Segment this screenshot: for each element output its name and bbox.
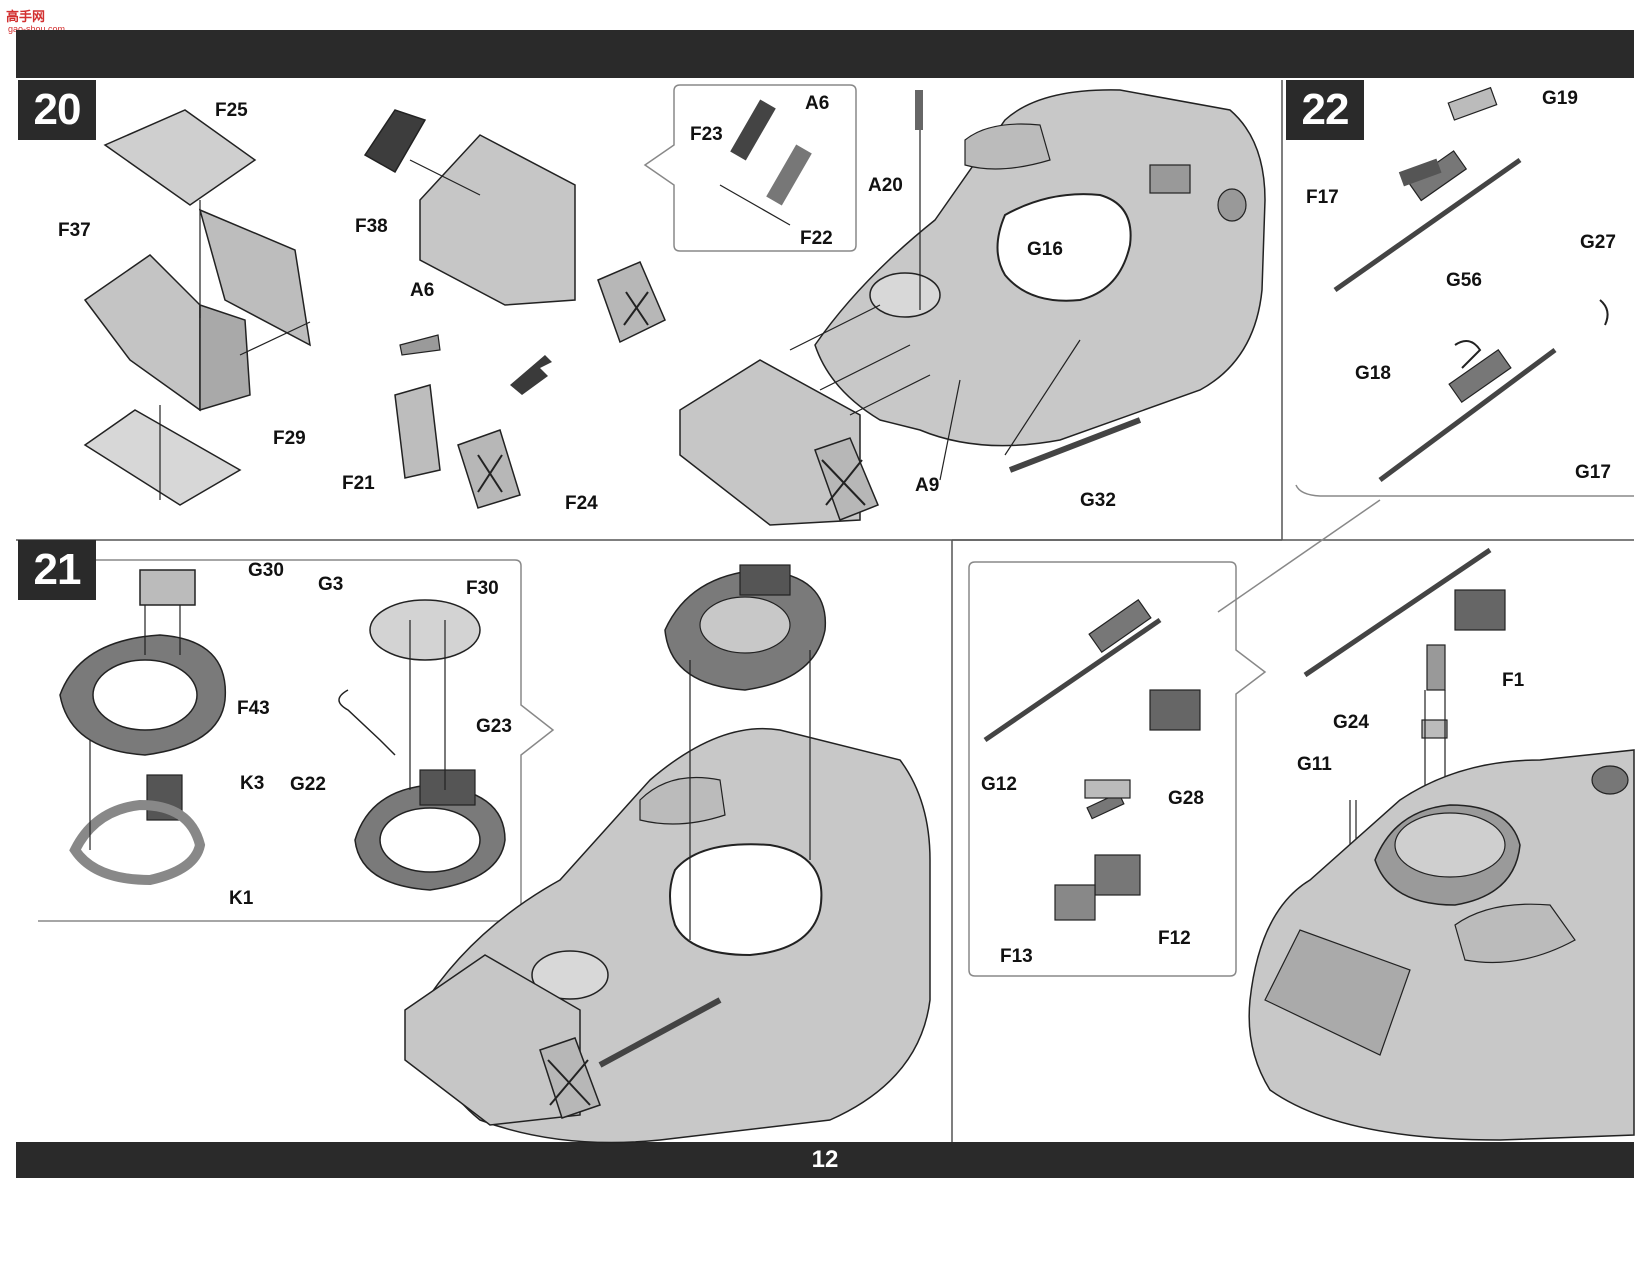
part-label: G24: [1333, 712, 1369, 733]
part-label: F22: [800, 228, 833, 249]
part-label: F37: [58, 220, 91, 241]
part-label: F43: [237, 698, 270, 719]
part-label: G23: [476, 716, 512, 737]
part-label: G28: [1168, 788, 1204, 809]
part-label: G56: [1446, 270, 1482, 291]
header-bar: [16, 30, 1634, 78]
part-label: A6: [805, 93, 830, 114]
part-label: A20: [868, 175, 903, 196]
part-label: F29: [273, 428, 306, 449]
part-label: G12: [981, 774, 1017, 795]
part-label: K3: [240, 773, 265, 794]
part-label: K1: [229, 888, 254, 909]
watermark-url: gao-shou.com: [8, 24, 66, 34]
part-label: A6: [410, 280, 435, 301]
part-label: F1: [1502, 670, 1525, 691]
part-label: F25: [215, 100, 248, 121]
part-label: G18: [1355, 363, 1391, 384]
part-label: F21: [342, 473, 375, 494]
part-label: G27: [1580, 232, 1616, 253]
step-20-number: 20: [18, 80, 96, 140]
step-22-number: 22: [1286, 80, 1364, 140]
part-label: G3: [318, 574, 344, 595]
part-label: G22: [290, 774, 326, 795]
part-label: G32: [1080, 490, 1116, 511]
page-number: 12: [811, 1146, 839, 1173]
part-label: F24: [565, 493, 598, 514]
part-label: A9: [915, 475, 940, 496]
part-label: G11: [1297, 754, 1332, 775]
part-label: F12: [1158, 928, 1191, 949]
part-label: F38: [355, 216, 388, 237]
part-label: F13: [1000, 946, 1033, 967]
part-label: F30: [466, 578, 499, 599]
step-21-number: 21: [18, 540, 96, 600]
footer-bar: 12: [16, 1142, 1634, 1178]
part-label: G17: [1575, 462, 1611, 483]
part-label: F17: [1306, 187, 1339, 208]
part-label: F23: [690, 124, 723, 145]
part-label: G30: [248, 560, 284, 581]
part-label: G16: [1027, 239, 1063, 260]
watermark-logo: 高手网: [6, 9, 46, 24]
part-label: G19: [1542, 88, 1578, 109]
